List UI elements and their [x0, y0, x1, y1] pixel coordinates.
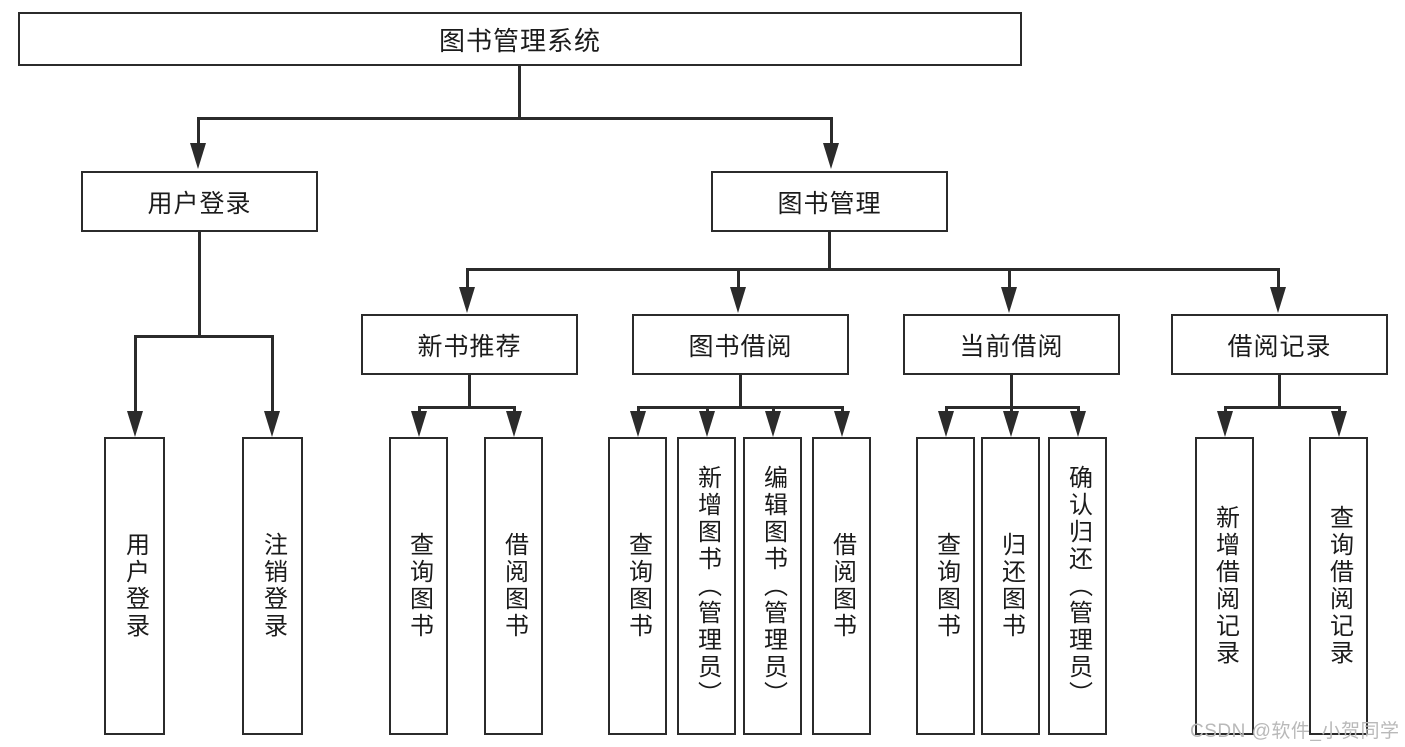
connector-to-leaf-user-login	[134, 335, 137, 411]
connector-to-borrow-record	[1277, 268, 1280, 287]
connector-to-leaf-user-logout	[271, 335, 274, 411]
connector-borrow-record-stem	[1278, 375, 1281, 406]
arrowhead-leaf-confirm-return	[1070, 411, 1086, 437]
arrowhead-leaf-borrow-book-2	[834, 411, 850, 437]
node-leaf-add-record-label: 新增借阅记录	[1211, 505, 1239, 667]
node-user-login-label: 用户登录	[147, 189, 252, 218]
connector-to-leaf-confirm-return	[1077, 406, 1080, 411]
node-leaf-borrow-book-2-label: 借阅图书	[828, 532, 856, 640]
connector-to-leaf-query-book-1	[418, 406, 421, 411]
connector-to-current-borrow	[1008, 268, 1011, 287]
node-root-label: 图书管理系统	[438, 25, 601, 56]
node-leaf-query-book-3-label: 查询图书	[932, 532, 960, 640]
node-leaf-query-book-3[interactable]: 查询图书	[916, 437, 975, 735]
node-leaf-add-book[interactable]: 新增图书（管理员）	[677, 437, 736, 735]
connector-book-borrow-bus	[637, 406, 843, 409]
node-leaf-query-record-label: 查询借阅记录	[1325, 505, 1353, 667]
connector-to-leaf-query-record	[1338, 406, 1341, 411]
node-leaf-borrow-book-1[interactable]: 借阅图书	[484, 437, 543, 735]
arrowhead-leaf-user-logout	[264, 411, 280, 437]
node-borrow-record-label: 借阅记录	[1227, 332, 1332, 361]
arrowhead-borrow-record	[1270, 287, 1286, 313]
node-leaf-return-book-label: 归还图书	[997, 532, 1025, 640]
connector-current-borrow-stem	[1010, 375, 1013, 406]
connector-level2-bus	[197, 117, 833, 120]
connector-root-stem	[518, 66, 521, 117]
node-user-login[interactable]: 用户登录	[81, 171, 318, 232]
node-leaf-query-record[interactable]: 查询借阅记录	[1309, 437, 1368, 735]
node-new-book-recommend-label: 新书推荐	[417, 332, 522, 361]
connector-to-new-book-recommend	[466, 268, 469, 287]
connector-to-book-borrow	[737, 268, 740, 287]
node-current-borrow[interactable]: 当前借阅	[903, 314, 1120, 375]
arrowhead-leaf-user-login	[127, 411, 143, 437]
node-root[interactable]: 图书管理系统	[18, 12, 1022, 66]
node-leaf-add-book-label: 新增图书（管理员）	[693, 464, 721, 708]
node-leaf-query-book-2[interactable]: 查询图书	[608, 437, 667, 735]
connector-user-login-bus	[134, 335, 274, 338]
connector-to-leaf-borrow-book-1	[513, 406, 516, 411]
node-borrow-record[interactable]: 借阅记录	[1171, 314, 1388, 375]
arrowhead-leaf-borrow-book-1	[506, 411, 522, 437]
connector-to-leaf-query-book-3	[945, 406, 948, 411]
node-leaf-confirm-return-label: 确认归还（管理员）	[1064, 464, 1092, 708]
arrowhead-user-login	[190, 143, 206, 169]
arrowhead-leaf-add-record	[1217, 411, 1233, 437]
arrowhead-leaf-add-book	[699, 411, 715, 437]
connector-user-login-stem	[198, 232, 201, 335]
node-current-borrow-label: 当前借阅	[959, 332, 1064, 361]
arrowhead-book-borrow	[730, 287, 746, 313]
arrowhead-leaf-edit-book	[765, 411, 781, 437]
connector-book-borrow-stem	[739, 375, 742, 406]
node-book-borrow-label: 图书借阅	[688, 332, 793, 361]
node-leaf-query-book-1[interactable]: 查询图书	[389, 437, 448, 735]
arrowhead-book-management	[823, 143, 839, 169]
arrowhead-new-book-recommend	[459, 287, 475, 313]
node-book-borrow[interactable]: 图书借阅	[632, 314, 849, 375]
connector-to-leaf-return-book	[1010, 406, 1013, 411]
node-leaf-return-book[interactable]: 归还图书	[981, 437, 1040, 735]
connector-to-leaf-add-book	[706, 406, 709, 411]
connector-book-management-stem	[828, 232, 831, 268]
node-leaf-edit-book[interactable]: 编辑图书（管理员）	[743, 437, 802, 735]
node-leaf-user-logout-label: 注销登录	[259, 532, 287, 640]
connector-to-book-management	[830, 117, 833, 143]
node-leaf-query-book-1-label: 查询图书	[405, 532, 433, 640]
arrowhead-leaf-return-book	[1003, 411, 1019, 437]
node-leaf-confirm-return[interactable]: 确认归还（管理员）	[1048, 437, 1107, 735]
node-leaf-query-book-2-label: 查询图书	[624, 532, 652, 640]
node-book-management[interactable]: 图书管理	[711, 171, 948, 232]
node-leaf-user-logout[interactable]: 注销登录	[242, 437, 303, 735]
node-leaf-borrow-book-2[interactable]: 借阅图书	[812, 437, 871, 735]
node-leaf-borrow-book-1-label: 借阅图书	[500, 532, 528, 640]
arrowhead-leaf-query-book-1	[411, 411, 427, 437]
connector-to-leaf-add-record	[1224, 406, 1227, 411]
node-leaf-user-login[interactable]: 用户登录	[104, 437, 165, 735]
node-book-management-label: 图书管理	[777, 189, 882, 218]
connector-new-book-recommend-stem	[468, 375, 471, 406]
node-leaf-user-login-label: 用户登录	[121, 532, 149, 640]
connector-level3-bus	[466, 268, 1280, 271]
connector-to-leaf-borrow-book-2	[841, 406, 844, 411]
arrowhead-leaf-query-record	[1331, 411, 1347, 437]
arrowhead-leaf-query-book-2	[630, 411, 646, 437]
connector-to-leaf-query-book-2	[637, 406, 640, 411]
arrowhead-leaf-query-book-3	[938, 411, 954, 437]
connector-to-user-login	[197, 117, 200, 143]
arrowhead-current-borrow	[1001, 287, 1017, 313]
node-leaf-add-record[interactable]: 新增借阅记录	[1195, 437, 1254, 735]
node-leaf-edit-book-label: 编辑图书（管理员）	[759, 464, 787, 708]
connector-to-leaf-edit-book	[772, 406, 775, 411]
node-new-book-recommend[interactable]: 新书推荐	[361, 314, 578, 375]
connector-new-book-recommend-bus	[418, 406, 516, 409]
connector-borrow-record-bus	[1224, 406, 1341, 409]
